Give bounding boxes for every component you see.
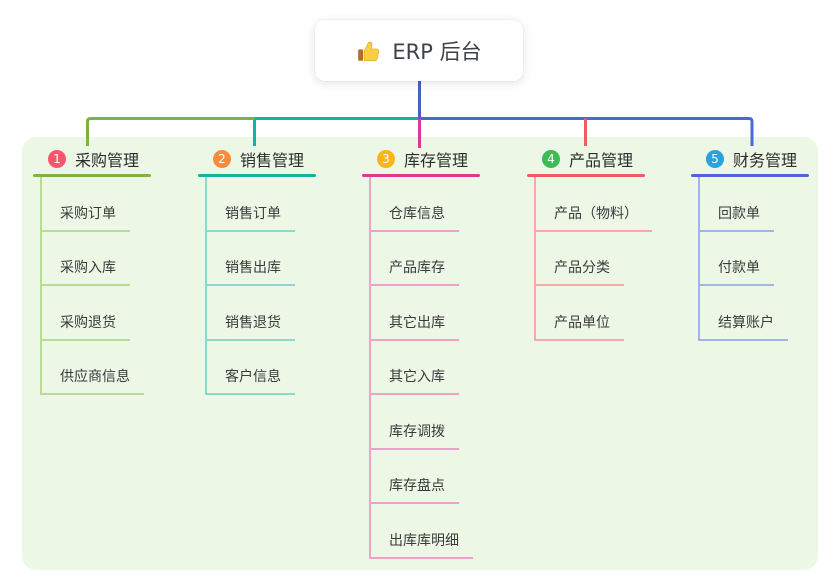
root-title: ERP 后台 [392, 39, 482, 64]
branch-number-badge: 2 [213, 149, 231, 168]
branch-sales: 2 销售管理 销售订单 销售出库 销售退货 客户信息 [198, 146, 316, 395]
topic-node[interactable]: 采购入库 [42, 232, 130, 286]
branch-inventory: 3 库存管理 仓库信息 产品库存 其它出库 其它入库 库存调拨 库存盘点 出库库… [362, 146, 480, 559]
branch-finance: 5 财务管理 回款单 付款单 结算账户 [691, 146, 809, 341]
topic-node[interactable]: 客户信息 [207, 341, 295, 395]
topic-node[interactable]: 采购退货 [42, 286, 130, 341]
branch-underline [691, 174, 809, 177]
branch-purchase-header[interactable]: 1 采购管理 [33, 146, 151, 171]
branch-label: 库存管理 [404, 150, 469, 170]
topic-node[interactable]: 采购订单 [42, 177, 130, 232]
topic-node[interactable]: 库存调拨 [371, 395, 459, 450]
topic-node[interactable]: 出库库明细 [371, 504, 473, 559]
branch-label: 产品管理 [569, 150, 634, 170]
branch-number-badge: 5 [706, 149, 724, 168]
thumbs-up-icon [358, 41, 380, 61]
topic-node[interactable]: 销售出库 [207, 232, 295, 286]
branch-sales-header[interactable]: 2 销售管理 [198, 146, 316, 171]
branch-underline [362, 174, 480, 177]
branch-children: 销售订单 销售出库 销售退货 客户信息 [205, 177, 316, 395]
topic-node[interactable]: 其它出库 [371, 286, 459, 341]
branch-number-badge: 1 [48, 149, 66, 168]
branch-label: 财务管理 [733, 150, 798, 170]
branch-number-badge: 4 [542, 149, 560, 168]
topic-node[interactable]: 产品库存 [371, 232, 459, 286]
branch-purchase: 1 采购管理 采购订单 采购入库 采购退货 供应商信息 [33, 146, 151, 395]
topic-node[interactable]: 产品（物料） [536, 177, 652, 232]
branch-children: 产品（物料） 产品分类 产品单位 [534, 177, 652, 341]
branch-label: 销售管理 [240, 150, 305, 170]
branches-panel [22, 137, 818, 570]
branch-underline [33, 174, 151, 177]
branch-finance-header[interactable]: 5 财务管理 [691, 146, 809, 171]
topic-node[interactable]: 付款单 [700, 232, 774, 286]
branch-underline [527, 174, 645, 177]
branch-number-badge: 3 [377, 149, 395, 168]
topic-node[interactable]: 产品分类 [536, 232, 624, 286]
topic-node[interactable]: 结算账户 [700, 286, 788, 341]
topic-node[interactable]: 其它入库 [371, 341, 459, 395]
branch-children: 采购订单 采购入库 采购退货 供应商信息 [40, 177, 151, 395]
topic-node[interactable]: 仓库信息 [371, 177, 459, 232]
topic-node[interactable]: 产品单位 [536, 286, 624, 341]
topic-node[interactable]: 回款单 [700, 177, 774, 232]
topic-node[interactable]: 库存盘点 [371, 450, 459, 504]
topic-node[interactable]: 销售订单 [207, 177, 295, 232]
branch-children: 回款单 付款单 结算账户 [698, 177, 809, 341]
branch-children: 仓库信息 产品库存 其它出库 其它入库 库存调拨 库存盘点 出库库明细 [369, 177, 480, 559]
branch-product-header[interactable]: 4 产品管理 [527, 146, 652, 171]
branch-label: 采购管理 [75, 150, 140, 170]
branch-product: 4 产品管理 产品（物料） 产品分类 产品单位 [527, 146, 652, 341]
branch-underline [198, 174, 316, 177]
root-node[interactable]: ERP 后台 [315, 20, 523, 81]
branch-inventory-header[interactable]: 3 库存管理 [362, 146, 480, 171]
topic-node[interactable]: 供应商信息 [42, 341, 144, 395]
topic-node[interactable]: 销售退货 [207, 286, 295, 341]
